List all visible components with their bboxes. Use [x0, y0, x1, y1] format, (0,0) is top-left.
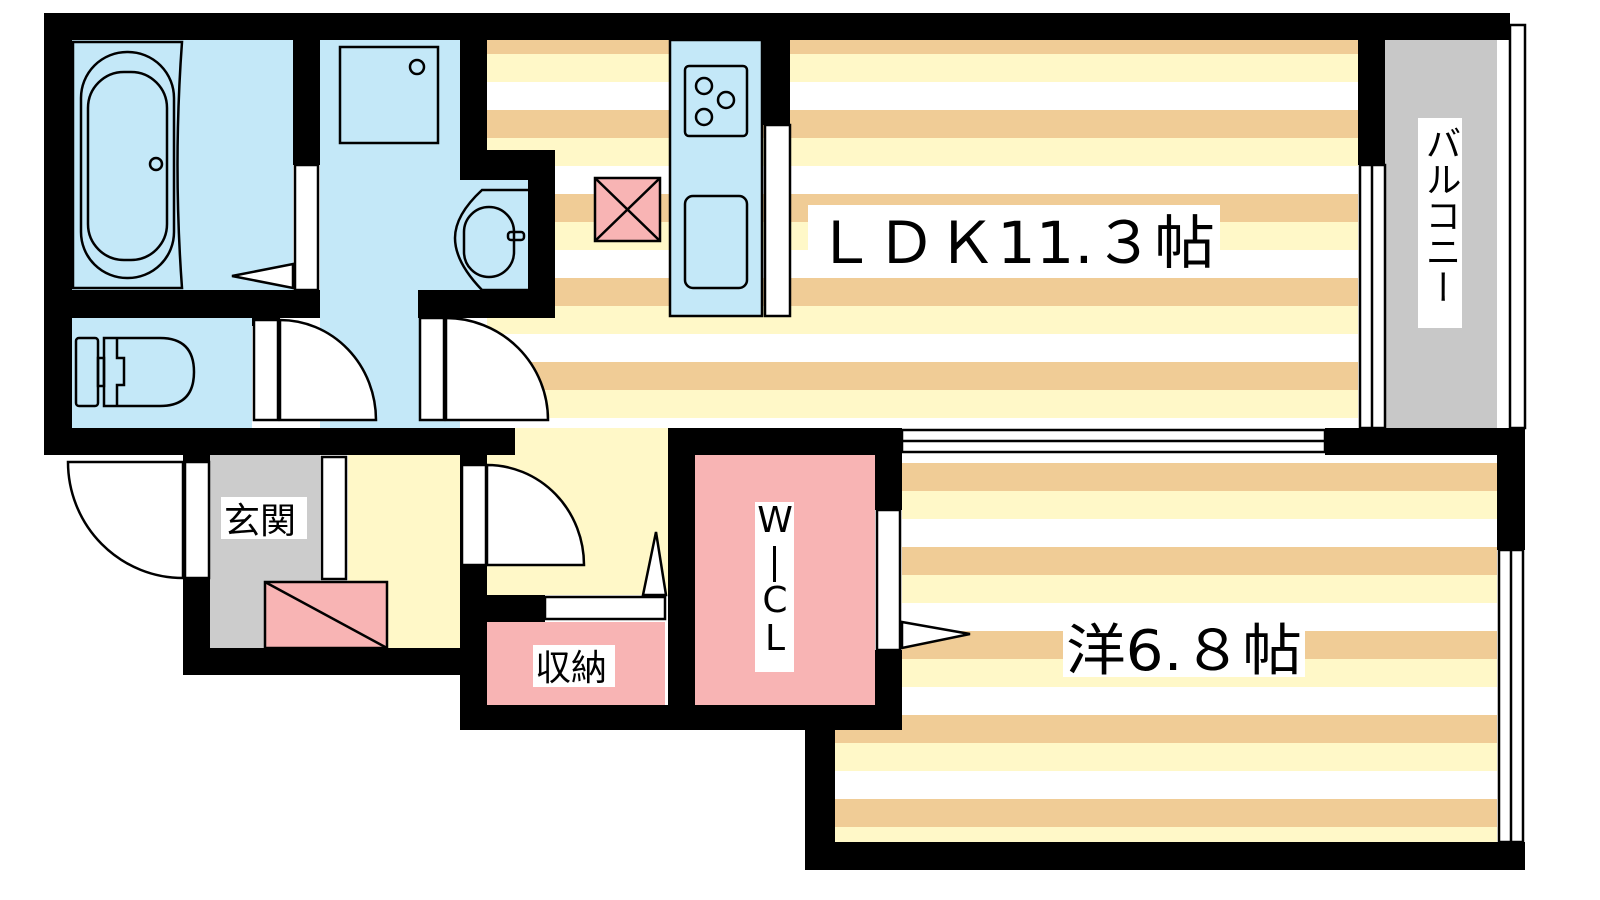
- washbasin-icon: [453, 188, 528, 292]
- kitchen-counter: [668, 38, 764, 318]
- toilet-icon: [74, 336, 196, 408]
- wic-door-arrow-icon: [900, 620, 971, 650]
- hall-door[interactable]: [460, 463, 586, 567]
- wic-label-c: C: [762, 580, 787, 621]
- stove-icon: [683, 64, 749, 138]
- walls: [44, 13, 1525, 870]
- sink-icon: [683, 194, 749, 290]
- washing-machine-icon: [338, 45, 440, 145]
- balcony-edge: [1508, 23, 1527, 430]
- bath-door-arrow-icon: [231, 262, 295, 290]
- wic-door[interactable]: [875, 508, 902, 652]
- storage-door[interactable]: [543, 595, 667, 621]
- storage-arrow-icon: [641, 531, 668, 597]
- storage-label: 収納: [535, 648, 607, 689]
- wic-label-w: W: [757, 500, 793, 541]
- entrance-door[interactable]: [66, 455, 348, 581]
- bedroom-floor-ext: [835, 730, 902, 842]
- bath-door[interactable]: [293, 163, 320, 292]
- western-room-label: 洋6.８帖: [1066, 619, 1302, 684]
- fridge-icon: [593, 176, 662, 243]
- toilet-door[interactable]: [252, 318, 378, 422]
- toilet-floor: [72, 318, 252, 428]
- ldk-label: ＬＤＫ11.３帖: [815, 209, 1215, 277]
- bathroom-floor: [72, 40, 293, 290]
- balcony-label: バルコニー: [1420, 125, 1461, 305]
- entrance-label: 玄関: [224, 501, 296, 542]
- wic-label-i-bar: [773, 546, 776, 582]
- washroom-door[interactable]: [418, 316, 550, 422]
- sink-alcove: [460, 180, 528, 290]
- wic-label-l: L: [765, 618, 785, 659]
- bathtub-icon: [71, 40, 184, 290]
- kitchen-partition: [763, 123, 792, 318]
